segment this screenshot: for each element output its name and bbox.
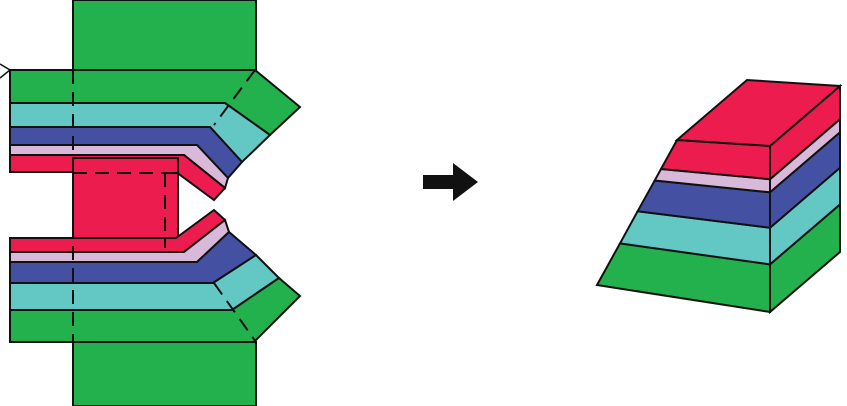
fold-line-top-diagonal <box>213 69 256 126</box>
layered-solid <box>595 78 843 315</box>
solid-top-face <box>674 78 843 148</box>
net-corner-mark <box>0 63 12 79</box>
fold-line-bottom-diagonal <box>213 282 257 343</box>
net-spine-bottom <box>72 341 257 406</box>
net-center-red-tab <box>72 157 179 251</box>
net-spine-top <box>72 0 257 73</box>
fold-lines <box>10 69 257 343</box>
unfolded-net <box>0 0 302 406</box>
right-arrow-icon <box>423 163 478 201</box>
